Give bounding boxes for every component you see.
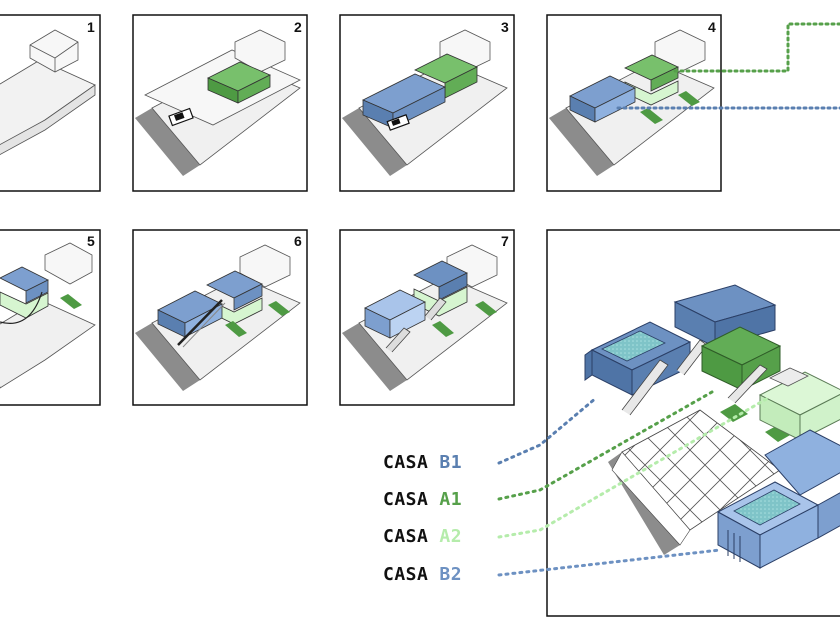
street [549,108,614,176]
green-volume [414,53,478,99]
panel-7: 7 [339,229,515,406]
legend-casa-b2: CASA B2 [383,564,462,585]
panel-3-number: 3 [501,19,509,35]
stair-a1 [727,364,768,404]
stair [385,327,411,353]
green-volume [207,61,271,104]
leader-a1 [497,390,714,501]
panel-4-number: 4 [708,19,716,35]
casa-a2-building [758,367,840,441]
panel-2-number: 2 [294,19,302,35]
legend-casa-a1: CASA A1 [383,489,462,510]
legend-word: CASA [383,489,429,510]
legend-word: CASA [383,452,429,473]
panel-3: 3 [339,14,515,192]
pool [601,330,666,362]
panel-1: 1 [0,14,101,192]
panel-6-number: 6 [294,233,302,249]
panel-4: 4 [546,14,722,192]
car-icon [386,114,410,131]
street [342,323,407,391]
pool [733,489,801,526]
panel-2: 2 [132,14,308,192]
legend-code-b1: B1 [439,452,463,473]
ramp [177,299,223,346]
panel-5-number: 5 [87,233,95,249]
leader-b1 [497,396,598,465]
panel-5: 5 [0,229,101,406]
leader-green [673,22,840,73]
legend-code-a2: A2 [439,526,463,547]
leader-a2 [497,396,770,539]
casa-a1-building [700,326,782,404]
panel-1-number: 1 [87,19,95,35]
street [135,108,200,176]
blue-volume [569,75,636,123]
legend-word: CASA [383,564,429,585]
final-axonometric-panel [546,229,840,617]
green-volume [624,54,679,106]
panel-7-number: 7 [501,233,509,249]
panel-6: 6 [132,229,308,406]
casa-b2-building [716,429,840,569]
legend-casa-a2: CASA A2 [383,526,462,547]
street [135,323,200,391]
link-arc [0,291,43,324]
stair [424,297,447,321]
leader-b2 [497,548,722,577]
stair-b1 [621,359,669,416]
car-icon [168,107,194,127]
street [342,108,407,176]
legend-code-a1: A1 [439,489,463,510]
legend-casa-b1: CASA B1 [383,452,462,473]
legend-word: CASA [383,526,429,547]
legend-code-b2: B2 [439,564,463,585]
stair-b1 [676,339,708,376]
